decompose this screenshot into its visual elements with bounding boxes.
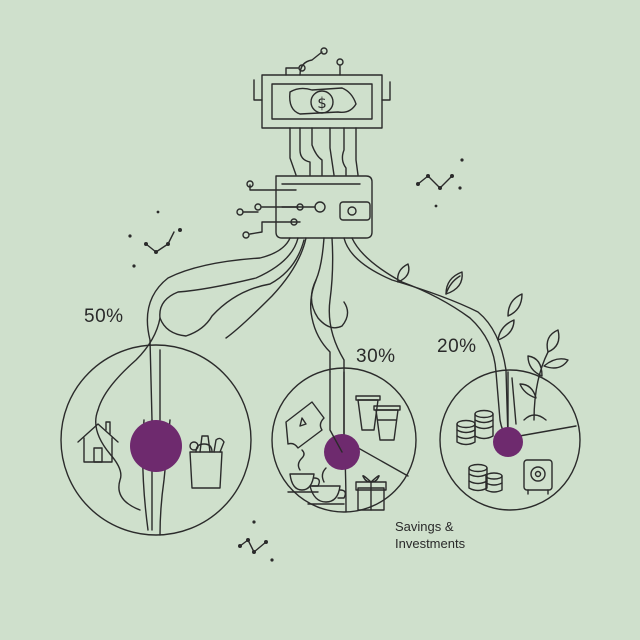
constellation-left (128, 210, 182, 268)
wants-circle (271, 367, 417, 513)
constellation-bottom (238, 520, 274, 562)
savings-caption: Savings & Investments (395, 518, 465, 552)
dollar-bill-icon: $ (253, 47, 391, 176)
needs-circle (60, 344, 252, 536)
ticket-icon (285, 401, 325, 449)
wallet-icon (236, 175, 373, 239)
savings-percent-label: 20% (437, 336, 477, 357)
savings-node (493, 427, 523, 457)
grocery-bag-icon (189, 435, 225, 489)
needs-percent-label: 50% (84, 306, 124, 327)
svg-text:$: $ (317, 94, 327, 112)
flow-lines (97, 237, 523, 441)
safe-icon (523, 459, 553, 495)
caption-line-2: Investments (395, 536, 466, 551)
coffee-cups-icon (355, 395, 401, 441)
house-icon (77, 421, 119, 463)
wants-percent-label: 30% (356, 346, 396, 367)
savings-circle (439, 329, 581, 511)
needs-node (130, 420, 182, 472)
gift-icon (355, 475, 387, 511)
caption-line-1: Savings & (395, 519, 454, 534)
teacups-icon (287, 449, 347, 505)
coin-stack-icon (456, 409, 494, 446)
plant-sprout-icon (519, 329, 569, 421)
coin-stack-icon-2 (468, 463, 503, 493)
constellation-right (416, 158, 464, 208)
